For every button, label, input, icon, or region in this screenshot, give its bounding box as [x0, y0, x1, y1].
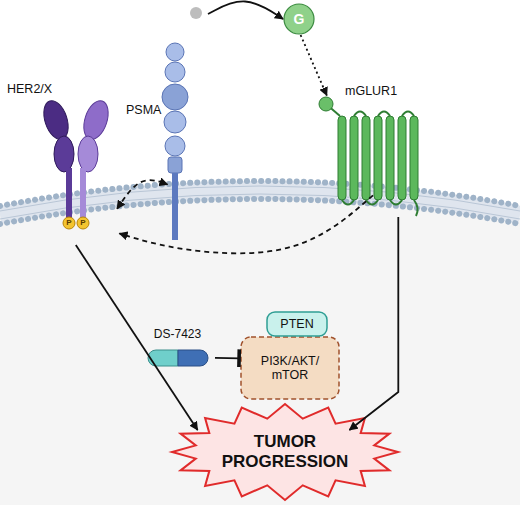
drug-capsule — [148, 350, 178, 366]
arrow-connector — [76, 245, 198, 430]
receptor-domain — [164, 111, 186, 133]
phosphate-label: P — [77, 219, 89, 227]
transmembrane-helix — [410, 116, 418, 200]
helix-loop — [342, 200, 354, 205]
node-text: DS-7423 — [140, 328, 215, 342]
node-shape — [5, 80, 123, 245]
node-text: mGLUR1 — [345, 84, 397, 98]
helix-loop — [378, 112, 390, 117]
membrane-heads — [0, 181, 520, 206]
inhibition-connector — [215, 357, 240, 359]
substrate-dot — [190, 7, 202, 19]
helix-loop — [390, 200, 402, 205]
node-shape-group — [162, 7, 202, 240]
node-shape — [318, 82, 428, 217]
transmembrane-helix — [398, 116, 406, 200]
node-text: HER2/X — [7, 82, 52, 96]
transmembrane-helix — [374, 116, 382, 200]
node-shape-group — [319, 97, 418, 216]
node-shape — [118, 2, 208, 242]
receptor-stem — [172, 173, 178, 240]
node-text: G — [283, 11, 315, 27]
phosphate-label: P — [63, 219, 75, 227]
receptor-node: PSMA — [118, 2, 208, 242]
helix-loop — [354, 112, 366, 117]
arrow-connector — [208, 1, 283, 19]
receptor-domain — [39, 98, 72, 143]
receptor-tail — [414, 200, 418, 216]
node-shape-group — [267, 312, 327, 336]
node-text: PI3K/AKT/ mTOR — [252, 354, 328, 383]
node-shape-group — [241, 337, 339, 399]
node-shape-group — [148, 350, 208, 366]
arrow-connector — [117, 180, 167, 209]
transmembrane-helix — [350, 116, 358, 200]
phosphate-circle — [77, 217, 89, 229]
pathway-box: PI3K/AKT/ mTOR — [240, 336, 340, 400]
transmembrane-helix — [338, 116, 346, 200]
node-text: PSMA — [126, 103, 161, 117]
receptor-domain — [165, 62, 185, 82]
receptor-domain — [54, 136, 74, 172]
ligand-node: G — [283, 3, 315, 35]
receptor-node: mGLUR1 — [318, 82, 428, 217]
helix-loop — [402, 112, 414, 117]
node-shape-group — [284, 4, 314, 34]
arrow-connector — [119, 195, 373, 253]
box-outline — [241, 337, 339, 399]
regulator-box: PTEN — [266, 311, 328, 337]
ligand-circle — [284, 4, 314, 34]
phosphate-circle — [63, 217, 75, 229]
helix-loop — [366, 200, 378, 205]
cell-interior — [0, 190, 520, 505]
receptor-domain — [168, 157, 182, 173]
receptor-node: HER2/X — [5, 80, 123, 245]
transmembrane-helix — [386, 116, 394, 200]
node-text: PTEN — [266, 317, 328, 331]
drug-capsule — [178, 350, 208, 366]
receptor-domain — [166, 43, 184, 61]
receptor-stem — [80, 168, 86, 220]
transmembrane-helix — [362, 116, 370, 200]
receptor-stem — [66, 168, 72, 220]
receptor-domain — [78, 136, 98, 172]
receptor-domain — [162, 84, 188, 110]
arrow-connector — [349, 217, 398, 430]
node-shape-group — [39, 98, 112, 229]
receptor-domain — [165, 136, 185, 156]
ligand-binding-domain — [319, 97, 333, 111]
arrow-connector — [301, 35, 327, 96]
node-text: TUMOR PROGRESSION — [220, 432, 350, 471]
receptor-domain — [79, 98, 112, 143]
box-outline — [267, 312, 327, 336]
